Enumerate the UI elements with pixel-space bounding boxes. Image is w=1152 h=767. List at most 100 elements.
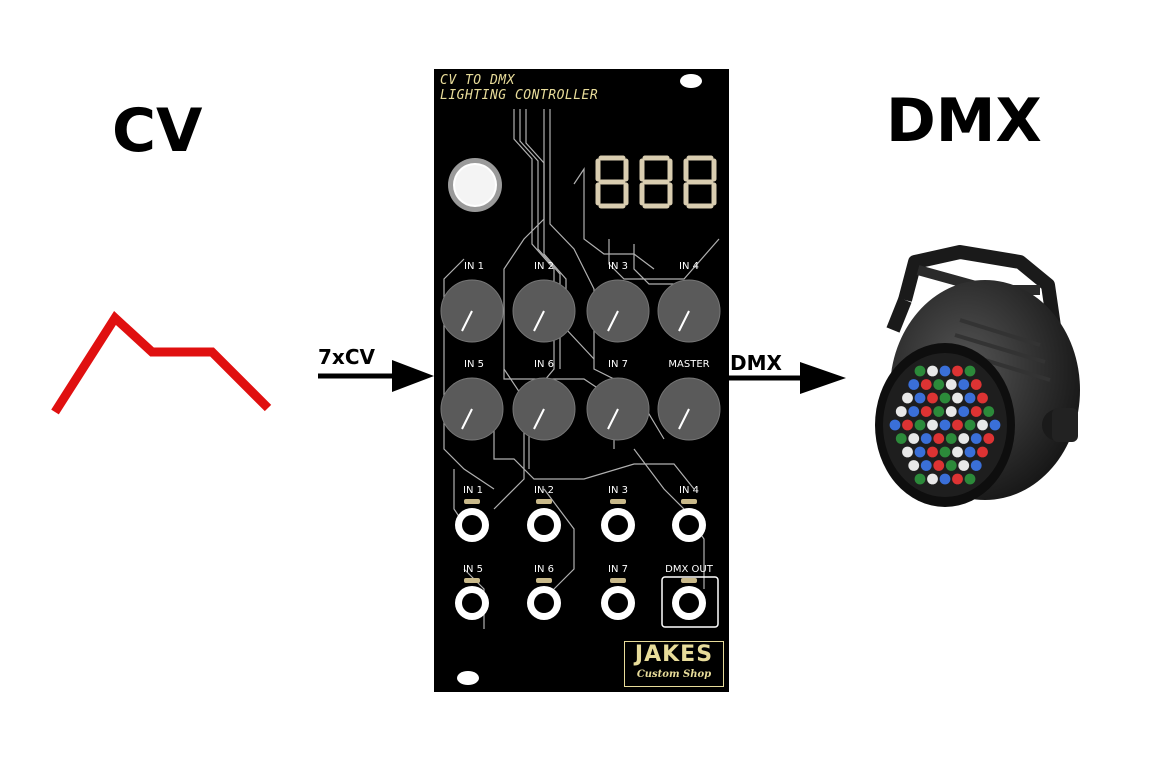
led-dot bbox=[958, 406, 970, 417]
knob-in-1[interactable] bbox=[440, 279, 504, 343]
knob-label-in-2: IN 2 bbox=[534, 261, 554, 272]
panel-title-line2: LIGHTING CONTROLLER bbox=[440, 88, 599, 103]
led-dot bbox=[889, 419, 901, 431]
knob-label-in-6: IN 6 bbox=[534, 359, 554, 370]
led-dot bbox=[989, 419, 1001, 431]
jack-dmx-out[interactable] bbox=[672, 586, 706, 620]
knob-in-2[interactable] bbox=[512, 279, 576, 343]
led-dot bbox=[908, 379, 920, 390]
led-dot bbox=[964, 419, 976, 431]
led-dot bbox=[927, 392, 938, 404]
jack-in-1[interactable] bbox=[455, 508, 489, 542]
led-dot bbox=[914, 419, 926, 431]
led-dot bbox=[964, 392, 976, 404]
led-dot bbox=[970, 460, 982, 471]
knob-in-5[interactable] bbox=[440, 377, 504, 441]
led-dot bbox=[945, 433, 957, 444]
led-dot bbox=[933, 406, 945, 417]
led-dot bbox=[927, 473, 938, 485]
led-dot bbox=[895, 406, 907, 417]
led-dot bbox=[977, 446, 988, 458]
led-dot bbox=[970, 433, 982, 444]
brand-name: JAKES bbox=[634, 642, 714, 667]
jack-label-in-1: IN 1 bbox=[463, 485, 483, 496]
led-dot bbox=[920, 406, 932, 417]
led-dot bbox=[914, 473, 926, 485]
led-dot bbox=[977, 419, 988, 431]
panel-title-line1: CV TO DMX bbox=[440, 73, 515, 88]
led-indicator bbox=[448, 158, 502, 212]
led-dot bbox=[914, 392, 926, 404]
led-dot bbox=[908, 406, 920, 417]
knob-in-6[interactable] bbox=[512, 377, 576, 441]
led-dot bbox=[914, 446, 926, 458]
jack-in-6[interactable] bbox=[527, 586, 561, 620]
knob-label-master: MASTER bbox=[668, 359, 710, 370]
led-dot bbox=[933, 460, 945, 471]
led-dot bbox=[933, 433, 945, 444]
jack-label-dmx-out: DMX OUT bbox=[665, 564, 713, 575]
led-dot bbox=[939, 392, 951, 404]
led-dot bbox=[920, 433, 932, 444]
led-dot bbox=[958, 460, 970, 471]
led-dot bbox=[970, 379, 982, 390]
led-dot bbox=[920, 379, 932, 390]
led-dot bbox=[964, 473, 976, 485]
jack-label-in-7: IN 7 bbox=[608, 564, 628, 575]
led-dot bbox=[939, 419, 951, 431]
led-dot bbox=[927, 446, 938, 458]
jack-label-in-3: IN 3 bbox=[608, 485, 628, 496]
knob-master[interactable] bbox=[657, 377, 721, 441]
led-dot bbox=[908, 460, 920, 471]
led-dot bbox=[939, 473, 951, 485]
seven-segment-display bbox=[595, 155, 717, 209]
knob-in-3[interactable] bbox=[586, 279, 650, 343]
knob-label-in-4: IN 4 bbox=[679, 261, 699, 272]
led-dot bbox=[952, 392, 963, 404]
led-dot bbox=[977, 392, 988, 404]
jack-in-7[interactable] bbox=[601, 586, 635, 620]
led-dot bbox=[952, 446, 963, 458]
led-dot bbox=[952, 473, 963, 485]
brand-logo: JAKES Custom Shop bbox=[624, 641, 724, 687]
output-arrow-label: DMX bbox=[730, 351, 782, 375]
knob-label-in-5: IN 5 bbox=[464, 359, 484, 370]
led-dot bbox=[933, 379, 945, 390]
jack-label-in-2: IN 2 bbox=[534, 485, 554, 496]
input-arrow-label: 7xCV bbox=[318, 345, 375, 369]
led-dot bbox=[958, 433, 970, 444]
led-dot bbox=[945, 379, 957, 390]
led-dot bbox=[902, 392, 913, 404]
led-dot bbox=[983, 433, 995, 444]
dmx-out-frame bbox=[661, 576, 719, 628]
led-dot bbox=[939, 446, 951, 458]
led-dot bbox=[927, 419, 938, 431]
led-dot bbox=[958, 379, 970, 390]
led-dot bbox=[895, 433, 907, 444]
jack-label-in-6: IN 6 bbox=[534, 564, 554, 575]
jack-label-in-5: IN 5 bbox=[463, 564, 483, 575]
jack-in-3[interactable] bbox=[601, 508, 635, 542]
led-dot bbox=[902, 446, 913, 458]
knob-label-in-3: IN 3 bbox=[608, 261, 628, 272]
knob-in-4[interactable] bbox=[657, 279, 721, 343]
led-dot bbox=[964, 446, 976, 458]
dmx-module-panel: CV TO DMX LIGHTING CONTROLLER 888 IN 1 I… bbox=[434, 69, 729, 692]
led-dot bbox=[964, 365, 976, 377]
knob-label-in-7: IN 7 bbox=[608, 359, 628, 370]
led-dot bbox=[902, 419, 913, 431]
jack-label-in-4: IN 4 bbox=[679, 485, 699, 496]
jack-in-2[interactable] bbox=[527, 508, 561, 542]
knob-in-7[interactable] bbox=[586, 377, 650, 441]
jack-in-5[interactable] bbox=[455, 586, 489, 620]
led-dot bbox=[914, 365, 926, 377]
knob-label-in-1: IN 1 bbox=[464, 261, 484, 272]
led-dot bbox=[945, 406, 957, 417]
dmx-title: DMX bbox=[886, 86, 1042, 156]
jack-in-4[interactable] bbox=[672, 508, 706, 542]
led-dot bbox=[952, 365, 963, 377]
led-dot bbox=[908, 433, 920, 444]
led-dot bbox=[945, 460, 957, 471]
cv-title: CV bbox=[112, 96, 203, 166]
led-dot bbox=[970, 406, 982, 417]
